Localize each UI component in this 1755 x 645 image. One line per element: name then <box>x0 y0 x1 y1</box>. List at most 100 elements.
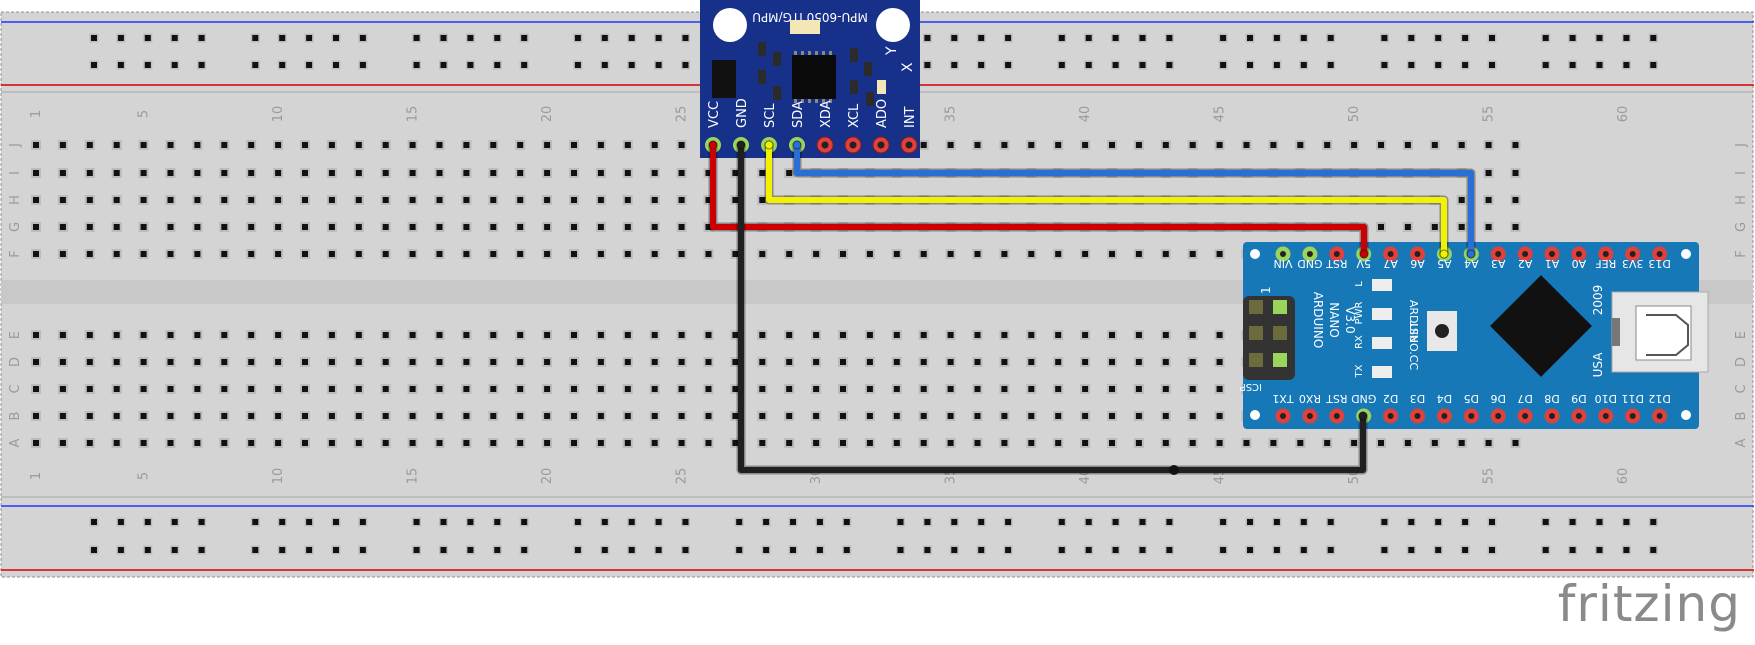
mpu-pin-label-int: INT <box>903 106 918 128</box>
nano-mount-hole <box>1250 410 1260 420</box>
row-label-left-B: B <box>8 412 23 421</box>
nano-pin-label-top-a0: A0 <box>1572 257 1587 270</box>
col-number-top-50: 50 <box>1347 106 1362 123</box>
nano-pin-label-bottom-gnd: GND <box>1351 392 1376 405</box>
wire-junction-dot <box>1169 465 1179 475</box>
row-label-left-E: E <box>8 331 23 339</box>
nano-led-label-tx: TX <box>1354 364 1365 378</box>
wire-sda-to-a4 <box>794 142 1474 257</box>
mpu-mount-hole-left <box>713 8 747 42</box>
col-number-bottom-15: 15 <box>406 468 421 485</box>
mpu-mount-hole-right <box>876 8 910 42</box>
nano-pin-label-bottom-d12: D12 <box>1648 392 1670 405</box>
row-label-left-A: A <box>8 438 23 447</box>
nano-usb-pins <box>1612 318 1620 346</box>
mpu-led <box>877 80 886 94</box>
row-label-left-J: J <box>8 143 23 148</box>
row-label-right-H: H <box>1734 195 1749 205</box>
mpu-smd-part <box>850 80 858 94</box>
row-label-right-E: E <box>1734 331 1749 339</box>
mpu-chip <box>792 55 836 99</box>
nano-pin-label-bottom-d5: D5 <box>1464 392 1479 405</box>
nano-pin-label-bottom-d3: D3 <box>1410 392 1425 405</box>
nano-pin-label-top-a2: A2 <box>1518 257 1533 270</box>
mpu-smd-part <box>758 70 766 84</box>
col-number-top-1: 1 <box>29 110 44 118</box>
row-label-left-H: H <box>8 195 23 205</box>
col-number-bottom-25: 25 <box>675 468 690 485</box>
mpu-pin-label-scl: SCL <box>763 103 778 128</box>
nano-pin-label-bottom-tx1: TX1 <box>1272 392 1294 405</box>
col-number-top-10: 10 <box>271 106 286 123</box>
wire-end-vcc-to-5v <box>708 140 718 150</box>
nano-pin-label-top-a1: A1 <box>1545 257 1560 270</box>
nano-pin-label-bottom-rx0: RX0 <box>1299 392 1321 405</box>
nano-pin-label-bottom-rst: RST <box>1326 392 1348 405</box>
row-label-right-J: J <box>1734 143 1749 148</box>
col-number-bottom-5: 5 <box>137 472 152 480</box>
mpu-pin-label-gnd: GND <box>735 98 750 128</box>
nano-led-label-pwr: PWR <box>1354 302 1365 325</box>
mpu-title: MPU-6050 ITG/MPU <box>752 10 868 24</box>
nano-pin-label-top-a4: A4 <box>1464 257 1479 270</box>
mpu-smd-part <box>864 62 872 76</box>
mpu-smd-part <box>850 48 858 62</box>
row-label-left-C: C <box>8 384 23 393</box>
nano-mcu-chip <box>1490 275 1592 377</box>
wire-vcc-to-5v <box>710 142 1367 257</box>
nano-led-label-l: L <box>1354 281 1365 287</box>
col-number-bottom-1: 1 <box>29 472 44 480</box>
col-number-top-25: 25 <box>675 106 690 123</box>
row-label-left-I: I <box>8 171 23 175</box>
nano-rst-label: RST <box>1408 321 1421 343</box>
nano-pin-label-bottom-d10: D10 <box>1595 392 1617 405</box>
row-label-right-A: A <box>1734 438 1749 447</box>
nano-pin-label-top-d13: D13 <box>1648 257 1670 270</box>
nano-pin-label-bottom-d11: D11 <box>1621 392 1643 405</box>
nano-mount-hole <box>1250 249 1260 259</box>
row-label-right-F: F <box>1734 250 1749 257</box>
mpu-pin-label-xda: XDA <box>819 100 834 128</box>
nano-icsp-pin <box>1273 353 1287 367</box>
nano-pin-label-top-ref: REF <box>1595 257 1616 270</box>
nano-pin-label-bottom-d9: D9 <box>1571 392 1586 405</box>
nano-led-tx <box>1372 366 1392 378</box>
nano-led-label-rx: RX <box>1354 335 1365 349</box>
wire-end-gnd-to-gnd <box>736 140 746 150</box>
fritzing-logo: fritzing <box>1557 575 1741 633</box>
col-number-top-35: 35 <box>944 106 959 123</box>
nano-pin-label-top-a3: A3 <box>1491 257 1506 270</box>
wire-end-sda-to-a4 <box>1466 249 1476 259</box>
col-number-top-60: 60 <box>1616 106 1631 123</box>
mpu-smd-part <box>773 52 781 66</box>
nano-pin-label-top-rst: RST <box>1326 257 1348 270</box>
row-label-left-G: G <box>8 222 23 232</box>
nano-icsp-index: 1 <box>1259 286 1273 294</box>
nano-led-pwr <box>1372 308 1392 320</box>
mpu-axis-x: X <box>900 62 916 72</box>
mpu-axis-y: Y <box>884 46 900 56</box>
wire-end-vcc-to-5v <box>1359 249 1369 259</box>
wire-end-scl-to-a5 <box>1439 249 1449 259</box>
mpu-pin-label-sda: SDA <box>791 101 806 128</box>
mpu-regulator <box>712 60 736 98</box>
nano-icsp-pin <box>1249 300 1263 314</box>
mpu-smd-part <box>773 86 781 100</box>
nano-led-rx <box>1372 337 1392 349</box>
mpu-smd-part <box>866 92 874 106</box>
nano-led-l <box>1372 279 1392 291</box>
col-number-bottom-60: 60 <box>1616 468 1631 485</box>
nano-pin-label-bottom-d6: D6 <box>1490 392 1505 405</box>
nano-label-line: ARDUINO <box>1311 292 1325 349</box>
nano-pin-label-top-3v3: 3V3 <box>1622 257 1644 270</box>
wire-gnd-to-gnd <box>738 142 1366 473</box>
col-number-bottom-20: 20 <box>540 468 555 485</box>
col-number-top-45: 45 <box>1213 106 1228 123</box>
nano-label-line: NANO <box>1327 302 1341 338</box>
row-label-right-B: B <box>1734 412 1749 421</box>
row-label-right-D: D <box>1734 357 1749 367</box>
nano-reset-button-cap <box>1435 324 1449 338</box>
nano-pin-label-top-a5: A5 <box>1437 257 1452 270</box>
nano-pin-label-top-a7: A7 <box>1383 257 1398 270</box>
